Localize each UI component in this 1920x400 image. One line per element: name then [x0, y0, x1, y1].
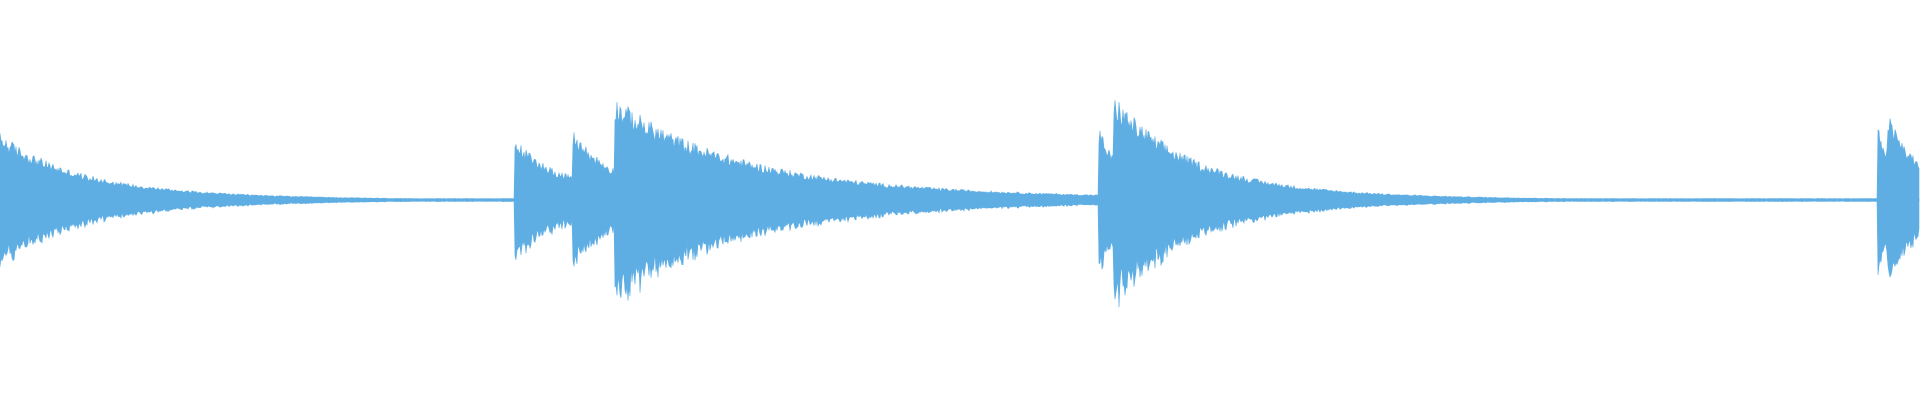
waveform-envelope: [0, 100, 1920, 308]
